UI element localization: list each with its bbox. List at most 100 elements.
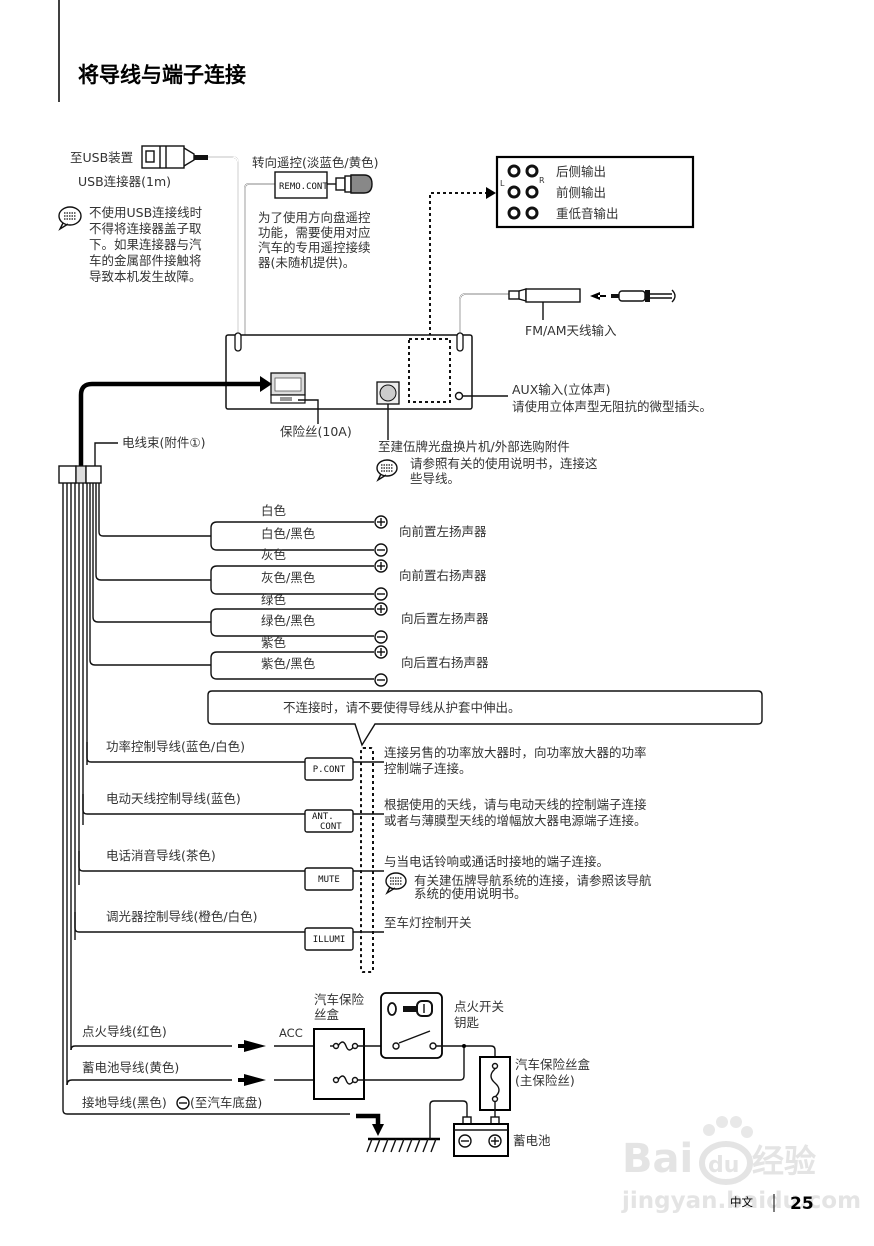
svg-text:向后置右扬声器: 向后置右扬声器	[401, 655, 489, 670]
main-fuse-label-line1: 汽车保险丝盒	[515, 1057, 591, 1072]
arrow-icon	[372, 1124, 384, 1136]
svg-text:Bai: Bai	[622, 1136, 693, 1182]
mute-note-line2: 系统的使用说明书。	[414, 886, 527, 901]
control-wire-label: 调光器控制导线(橙色/白色)	[106, 909, 257, 924]
battery-icon	[453, 1116, 509, 1157]
output-port	[408, 338, 451, 403]
antenna-label: FM/AM天线输入	[525, 323, 617, 338]
aux-label: AUX输入(立体声)	[512, 382, 611, 397]
control-wire-description: 至车灯控制开关	[384, 915, 472, 930]
fuse-box-label-line2: 丝盒	[314, 1007, 340, 1022]
control-tag: P.CONT	[313, 765, 346, 775]
svg-text:经验: 经验	[752, 1142, 816, 1180]
control-wire-label: 电话消音导线(茶色)	[106, 848, 216, 863]
remote-plug-icon	[327, 174, 373, 194]
plus-icon	[374, 602, 388, 616]
aux-note: 请使用立体声型无阻抗的微型插头。	[512, 399, 712, 414]
harness-label: 电线束(附件①)	[122, 435, 205, 450]
arrow-icon	[260, 376, 272, 392]
aux-jack-icon	[454, 391, 464, 401]
output-sub: 重低音输出	[556, 206, 619, 221]
battery-label: 蓄电池	[513, 1133, 551, 1148]
harness-connector	[58, 465, 102, 484]
remote-note: 为了使用方向盘遥控 功能，需要使用对应 汽车的专用遥控接续 器(未随机提供)。	[258, 210, 371, 270]
svg-text:jingyan.baidu.com: jingyan.baidu.com	[621, 1188, 861, 1214]
speaker-group-front-right: 灰色 灰色/黑色 向前置右扬声器	[95, 547, 487, 595]
control-wire-description: 或者与薄膜型天线的增幅放大器电源端子连接。	[384, 813, 647, 828]
svg-text:紫色: 紫色	[261, 635, 287, 650]
fuse-box-label-line1: 汽车保险	[314, 992, 365, 1007]
control-wire-label: 电动天线控制导线(蓝色)	[106, 791, 241, 806]
svg-text:汽车的专用遥控接续: 汽车的专用遥控接续	[258, 240, 371, 255]
svg-text:车的金属部件接触将: 车的金属部件接触将	[89, 253, 202, 268]
speaker-group-rear-right: 紫色 紫色/黑色 向后置右扬声器	[89, 635, 489, 680]
minus-icon	[374, 543, 388, 557]
usb-connector-icon	[141, 145, 239, 350]
control-connector	[304, 757, 354, 781]
svg-text:白色/黑色: 白色/黑色	[261, 526, 316, 541]
ground-wire-suffix: (至汽车底盘)	[190, 1095, 262, 1110]
changer-note-line1: 请参照有关的使用说明书，连接这	[410, 456, 598, 471]
polarity-icons	[374, 515, 388, 687]
head-unit	[225, 334, 473, 410]
speaker-group-front-left: 白色 白色/黑色 向前置左扬声器	[98, 503, 487, 551]
svg-text:向后置左扬声器: 向后置左扬声器	[401, 611, 489, 626]
control-wire-description: 根据使用的天线，请与电动天线的控制端子连接	[384, 797, 647, 812]
page-title: 将导线与端子连接	[78, 63, 246, 87]
ignition-wire-label: 点火导线(红色)	[82, 1024, 167, 1039]
callout-text: 不连接时，请不要使得导线从护套中伸出。	[283, 700, 521, 715]
page-number: 25	[790, 1194, 814, 1214]
control-connector	[304, 809, 354, 833]
svg-text:不得将连接器盖子取: 不得将连接器盖子取	[89, 221, 202, 236]
antenna-socket-icon	[508, 288, 581, 320]
control-connector	[304, 867, 354, 891]
svg-text:功能，需要使用对应: 功能，需要使用对应	[258, 225, 371, 240]
output-front: 前侧输出	[556, 185, 606, 200]
svg-text:不使用USB连接线时: 不使用USB连接线时	[89, 205, 203, 220]
minus-icon	[176, 1096, 190, 1110]
svg-text:向前置右扬声器: 向前置右扬声器	[399, 568, 487, 583]
plus-icon	[374, 645, 388, 659]
channel-right: R	[539, 176, 545, 185]
control-tag: CONT	[320, 822, 342, 832]
ground-wire-label: 接地导线(黑色)	[82, 1095, 167, 1110]
control-wire-row: 电动天线控制导线(蓝色) ANT.CONT 根据使用的天线，请与电动天线的控制端子连…	[82, 791, 647, 833]
note-icon	[58, 206, 82, 231]
changer-note-line2: 些导线。	[410, 471, 460, 486]
plus-icon	[374, 559, 388, 573]
ignition-key-label-line1: 点火开关	[454, 999, 504, 1014]
svg-text:器(未随机提供)。: 器(未随机提供)。	[258, 255, 355, 270]
rca-jacks-icon	[507, 164, 539, 220]
mute-note-line1: 有关建伍牌导航系统的连接，请参照该导航	[414, 873, 652, 888]
control-wire-description: 与当电话铃响或通话时接地的端子连接。	[384, 854, 609, 869]
output-rear: 后侧输出	[556, 164, 606, 179]
usb-label: 至USB装置	[70, 150, 133, 165]
minus-icon	[374, 587, 388, 601]
control-wires: 功率控制导线(蓝色/白色)P.CONT连接另售的功率放大器时，向功率放大器的功率…	[74, 739, 647, 951]
speaker-group-rear-left: 绿色 绿色/黑色 向后置左扬声器	[92, 592, 489, 637]
fuse-icon	[330, 1041, 359, 1085]
svg-text:紫色/黑色: 紫色/黑色	[261, 656, 316, 671]
watermark: Bai du 经验 jingyan.baidu.com	[621, 1116, 861, 1214]
svg-text:绿色/黑色: 绿色/黑色	[261, 613, 316, 628]
ignition-key-label-line2: 钥匙	[454, 1015, 480, 1030]
plus-icon	[374, 515, 388, 529]
remote-label: 转向遥控(淡蓝色/黄色)	[252, 155, 378, 170]
changer-port-icon	[376, 381, 400, 405]
battery-wire-label: 蓄电池导线(黄色)	[82, 1060, 179, 1075]
svg-text:du: du	[708, 1153, 739, 1178]
svg-text:向前置左扬声器: 向前置左扬声器	[399, 524, 487, 539]
minus-icon	[374, 673, 388, 687]
control-tag: ILLUMI	[313, 935, 346, 945]
control-connector	[304, 927, 354, 951]
arrow-icon	[238, 1074, 266, 1086]
key-icon	[387, 1000, 433, 1017]
chassis-ground-icon	[366, 1137, 440, 1153]
remote-tag: REMO.CONT	[279, 182, 328, 192]
note-icon	[376, 459, 398, 482]
control-tag: ANT.	[312, 812, 334, 822]
arrow-icon	[238, 1040, 266, 1052]
usb-note: 不使用USB连接线时 不得将连接器盖子取 下。如果连接器与汽 车的金属部件接触将…	[89, 205, 203, 284]
